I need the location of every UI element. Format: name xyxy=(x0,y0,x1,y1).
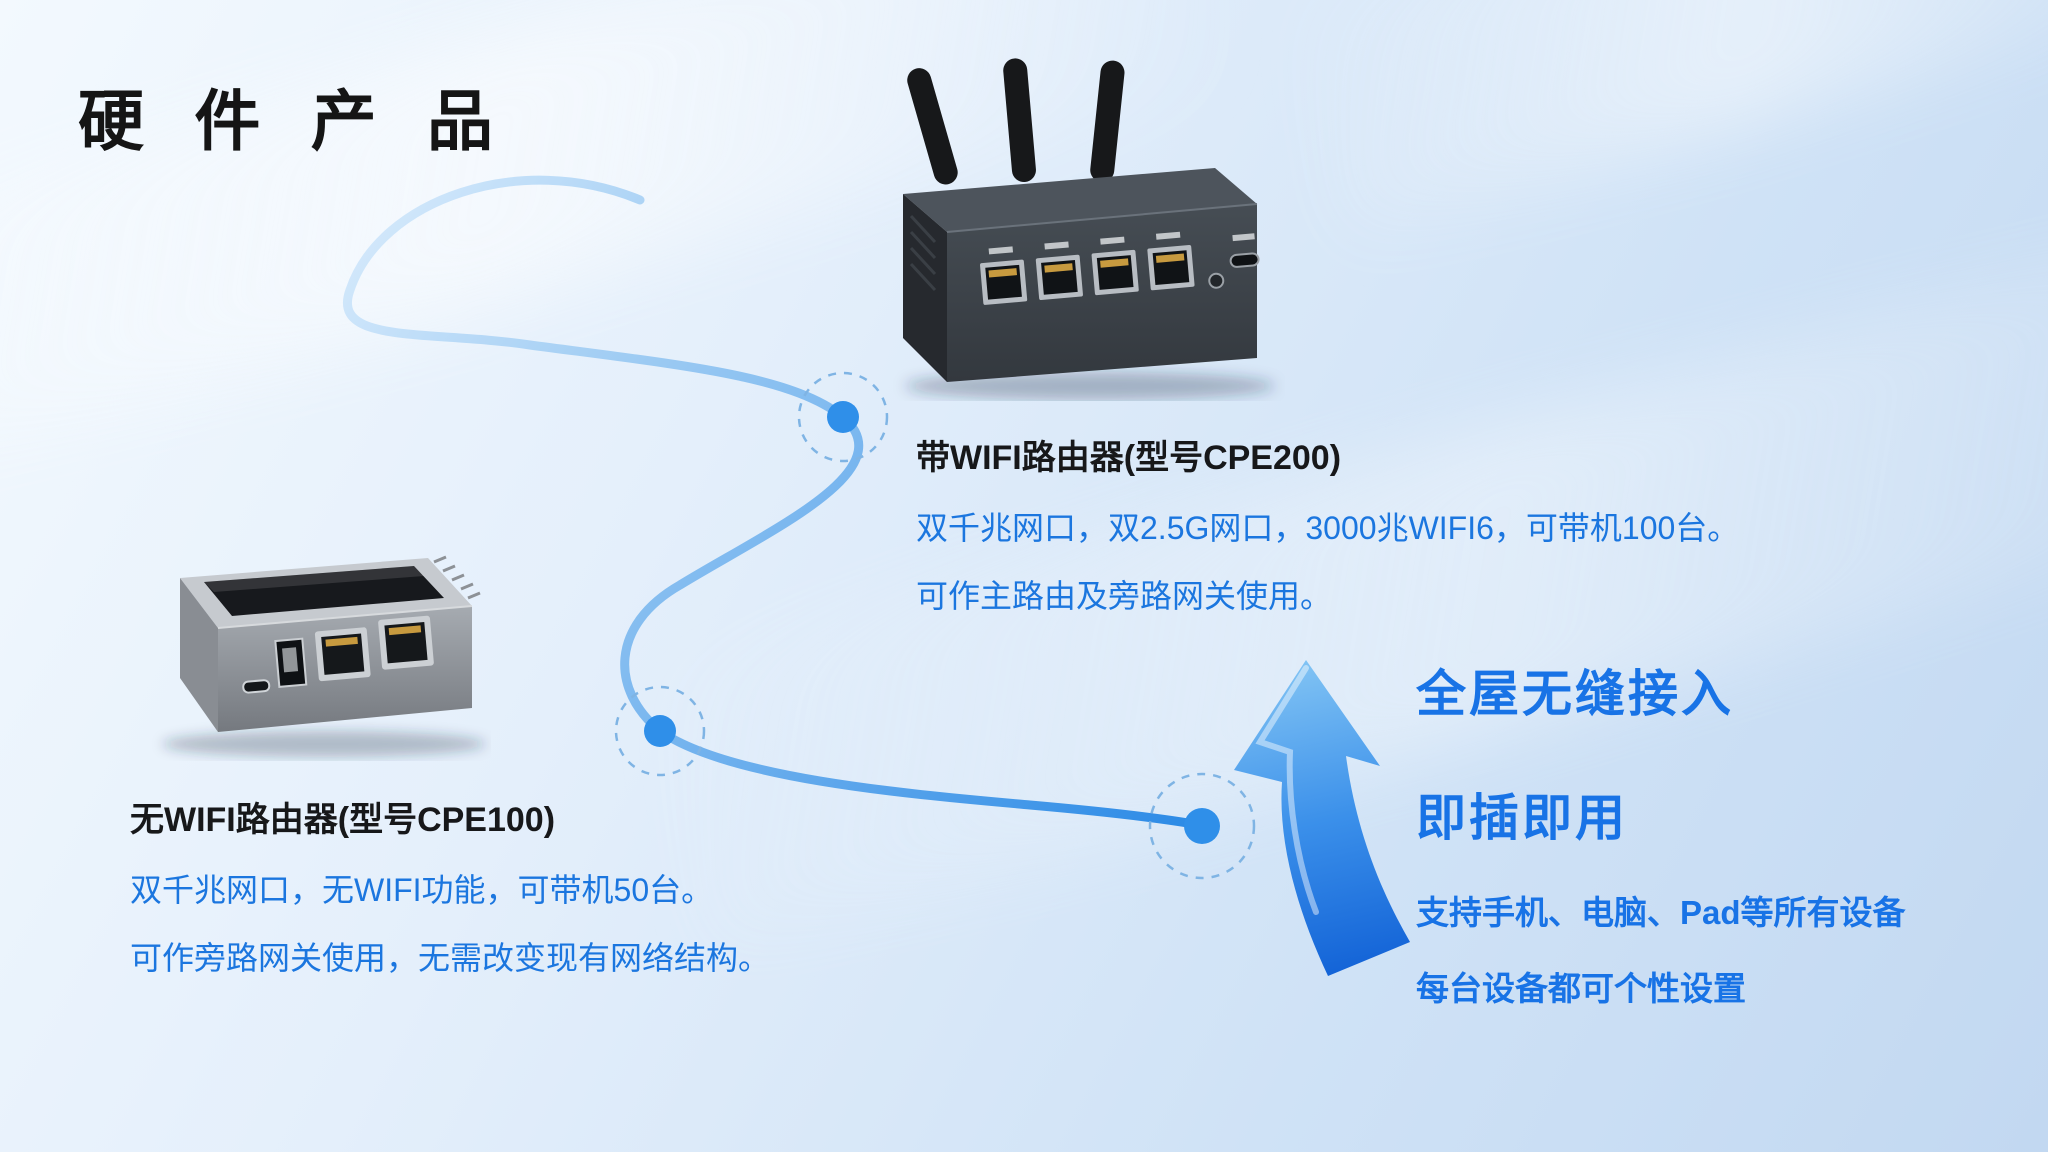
router-with-antennas-graphic xyxy=(903,58,1275,400)
product-name-cpe200: 带WIFI路由器(型号CPE200) xyxy=(916,439,1342,477)
connection-dot-2 xyxy=(614,685,706,777)
connection-dot-3 xyxy=(1148,772,1256,880)
product-info-cpe200: 带WIFI路由器(型号CPE200) 双千兆网口，双2.5G网口，3000兆WI… xyxy=(916,430,1816,639)
page-title: 硬 件 产 品 xyxy=(78,84,510,158)
background-light-streak xyxy=(1284,0,2048,240)
benefit-line-2: 每台设备都可个性设置 xyxy=(1416,970,1746,1007)
product-desc-line: 双千兆网口，无WIFI功能，可带机50台。 xyxy=(130,872,714,908)
router-no-antenna-graphic xyxy=(162,555,486,757)
router-cpe100-image xyxy=(146,546,491,761)
product-info-cpe100: 无WIFI路由器(型号CPE100) 双千兆网口，无WIFI功能，可带机50台。… xyxy=(130,792,890,1001)
product-desc-line: 双千兆网口，双2.5G网口，3000兆WIFI6，可带机100台。 xyxy=(916,510,1740,546)
up-arrow-icon xyxy=(1234,660,1410,976)
product-name-cpe100: 无WIFI路由器(型号CPE100) xyxy=(130,801,556,839)
product-desc-line: 可作主路由及旁路网关使用。 xyxy=(916,578,1333,614)
connection-dot-1 xyxy=(797,371,889,463)
benefit-headline-2: 即插即用 xyxy=(1416,790,1628,846)
product-desc-line: 可作旁路网关使用，无需改变现有网络结构。 xyxy=(130,940,771,976)
benefit-line-1: 支持手机、电脑、Pad等所有设备 xyxy=(1416,894,1906,931)
benefit-headline-1: 全屋无缝接入 xyxy=(1416,666,1734,722)
router-cpe200-image xyxy=(885,56,1285,401)
benefits-block: 全屋无缝接入 即插即用 支持手机、电脑、Pad等所有设备 每台设备都可个性设置 xyxy=(1416,654,1976,1038)
up-arrow-highlight xyxy=(1255,665,1319,915)
